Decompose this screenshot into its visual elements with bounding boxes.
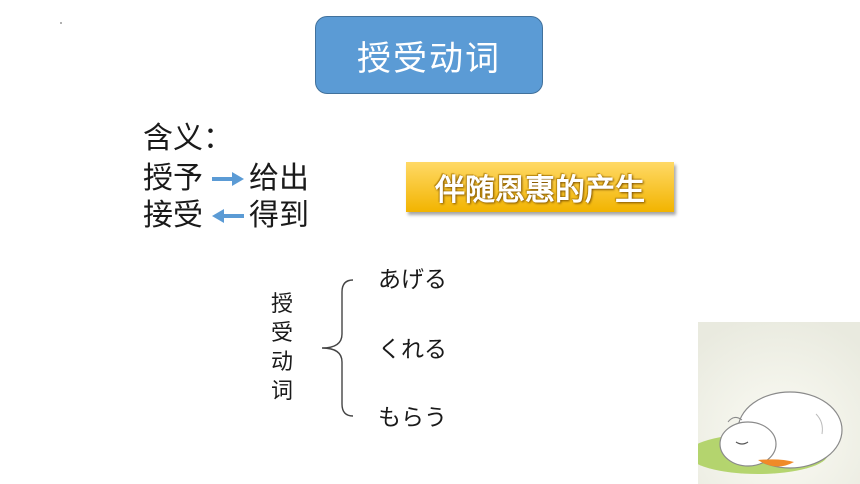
vertical-label: 授 受 动 词: [268, 290, 296, 406]
definition-heading: 含义：: [143, 121, 233, 156]
definition-term-receive: 接受: [143, 198, 203, 233]
vertical-char: 授: [270, 292, 293, 317]
arrow-right-icon: [212, 172, 244, 186]
sleeping-creature-illustration: [698, 322, 860, 484]
vertical-char: 词: [270, 379, 293, 404]
definition-meaning-give: 给出: [249, 161, 309, 196]
decorative-dot: [60, 22, 62, 24]
definition-row-give: 授予 给出: [143, 160, 309, 198]
benefit-badge: 伴随恩惠的产生: [406, 162, 674, 212]
definition-term-give: 授予: [143, 161, 203, 196]
verb-ageru: あげる: [378, 267, 447, 293]
curly-brace: [321, 279, 354, 417]
verb-kureru: くれる: [378, 337, 447, 363]
definition-meaning-receive: 得到: [249, 198, 309, 233]
verb-morau: もらう: [378, 405, 447, 431]
definition-row-receive: 接受 得到: [143, 197, 309, 235]
vertical-char: 受: [270, 321, 293, 346]
slide-title: 授受动词: [315, 16, 543, 94]
arrow-left-icon: [212, 209, 244, 223]
vertical-char: 动: [270, 350, 293, 375]
